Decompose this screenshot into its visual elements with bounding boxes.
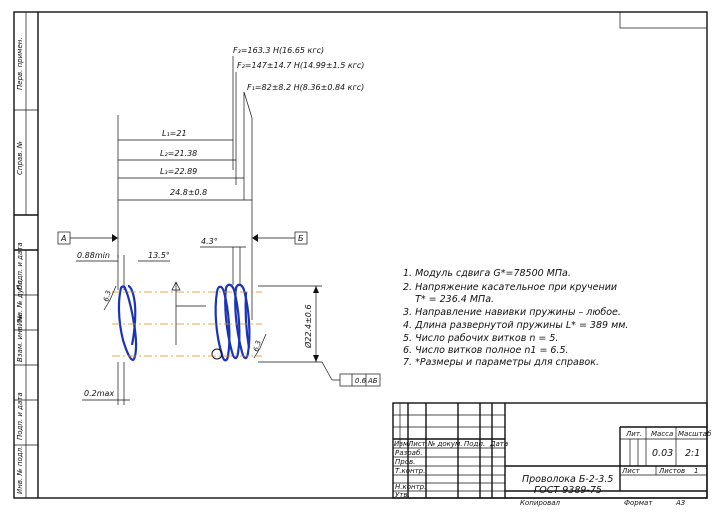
scale-label: Масштаб: [678, 430, 712, 438]
dim-gap: 0.2max: [84, 389, 114, 398]
dim-angle1: 13.5°: [148, 251, 170, 260]
spring-right-section: [211, 283, 251, 362]
role-cell: Пров.: [395, 458, 415, 466]
scale-value: 2:1: [685, 448, 700, 459]
datum-a: А: [57, 231, 118, 245]
format-label: Формат: [624, 499, 653, 507]
svg-text:Б: Б: [298, 234, 304, 243]
dim-min: 0.88min: [77, 251, 110, 260]
sidebar-label: Справ. №: [16, 141, 24, 175]
svg-text:А: А: [60, 234, 66, 243]
note-line: 5. Число рабочих витков n = 5.: [403, 333, 558, 344]
title-block: Изм. Лист № докум. Подп. Дата Разраб. Пр…: [392, 402, 712, 499]
sidebar-label: Перв. примен.: [16, 37, 24, 90]
role-cell: Н.контр.: [395, 483, 426, 491]
sheets-label: Листов: [658, 467, 685, 475]
sheet-label: Лист: [621, 467, 641, 475]
dim-l2: L₂=21.38: [160, 149, 197, 158]
note-line: 6. Число витков полное n1 = 6.5.: [403, 345, 569, 356]
header-cell: Изм.: [394, 440, 410, 448]
force-f1: F₁=82±8.2 H(8.36±0.84 кгс): [247, 83, 364, 92]
datum-b: Б: [252, 231, 308, 245]
tolerance-frame: 0.6 АБ: [321, 361, 381, 387]
note-line: 3. Направление навивки пружины – любое.: [403, 307, 621, 318]
sidebar-label: Подп. и дата: [16, 392, 24, 440]
roughness-marks: 6.3 6.3: [102, 285, 267, 359]
gap-dimension: 0.2max: [82, 362, 130, 405]
technical-notes: 1. Модуль сдвига G*=78500 МПа. 2. Напряж…: [403, 268, 628, 368]
sidebar-label: Инв. № подл.: [16, 446, 24, 494]
svg-text:0.6: 0.6: [355, 377, 367, 385]
note-line: 7. *Размеры и параметры для справок.: [403, 357, 599, 368]
spring-left-section: [117, 284, 138, 362]
header-cell: Подп.: [464, 440, 485, 448]
header-cell: Дата: [489, 440, 508, 448]
note-line: 4. Длина развернутой пружины L* = 389 мм…: [403, 320, 628, 331]
role-cell: Утв.: [395, 491, 410, 499]
sidebar-label: Взам. инв. №: [16, 314, 24, 362]
role-cell: Т.контр.: [395, 467, 425, 475]
corner-stamp: [619, 11, 708, 29]
roughness-right: 6.3: [252, 340, 263, 353]
force-f3: F₃=163.3 H(16.65 кгс): [233, 46, 324, 55]
header-cell: Лист: [407, 440, 427, 448]
mass-label: Масса: [651, 430, 673, 438]
dim-l1: L₁=21: [162, 129, 187, 138]
outer-frame: [13, 11, 708, 499]
sidebar-label: Инв. № дубл.: [16, 278, 24, 326]
note-line: 1. Модуль сдвига G*=78500 МПа.: [403, 268, 571, 279]
header-cell: № докум.: [427, 440, 463, 448]
svg-text:АБ: АБ: [367, 377, 378, 385]
roughness-left: 6.3: [102, 290, 113, 303]
sidebar: Перв. примен. Справ. № Подп. и дата Инв.…: [14, 12, 38, 498]
material-line1: Проволока Б-2-3.5: [522, 474, 613, 485]
format-value: А3: [675, 499, 685, 507]
material-line2: ГОСТ 9389-75: [534, 485, 602, 496]
mass-value: 0.03: [652, 448, 673, 459]
dim-diameter: Ø22.4±0.6: [303, 304, 313, 349]
diameter-dimension: Ø22.4±0.6: [258, 285, 322, 363]
lit-label: Лит.: [625, 430, 642, 438]
force-f2: F₂=147±14.7 H(14.99±1.5 кгс): [237, 61, 364, 70]
small-dimensions: 0.88min 13.5° 4.3°: [76, 237, 246, 290]
note-line: 2. Напряжение касательное при кручении: [403, 282, 617, 293]
centerlines: [112, 281, 262, 357]
copied-label: Копировал: [520, 499, 561, 507]
dim-l0: 24.8±0.8: [170, 188, 207, 197]
note-line: T* = 236.4 МПа.: [403, 294, 494, 305]
force-annotations: F₃=163.3 H(16.65 кгс) F₂=147±14.7 H(14.9…: [232, 46, 364, 320]
dim-angle2: 4.3°: [201, 237, 218, 246]
sheets-value: 1: [694, 467, 698, 475]
length-dimensions: L₁=21 L₂=21.38 L₃=22.89 24.8±0.8: [117, 115, 252, 258]
role-cell: Разраб.: [395, 449, 423, 457]
sidebar-label: Подп. и дата: [16, 242, 24, 290]
dim-l3: L₃=22.89: [160, 167, 197, 176]
